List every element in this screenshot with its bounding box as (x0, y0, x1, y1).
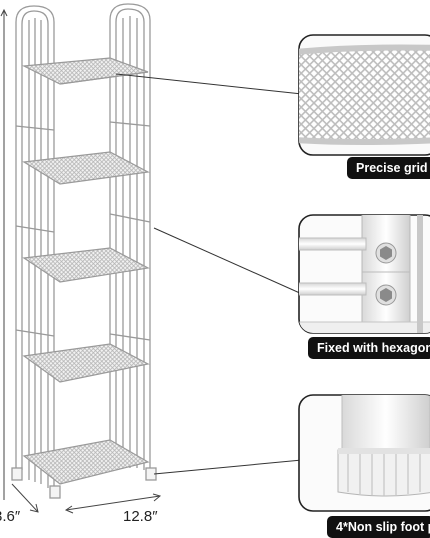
shelf-unit (11, 3, 157, 499)
foot-caption: 4*Non slip foot pa (327, 516, 430, 538)
width-dimension-line (64, 493, 162, 514)
height-dimension-line (0, 8, 8, 500)
depth-dimension-label: 3.6″ (0, 508, 21, 525)
hexagon-caption: Fixed with hexagon s (308, 337, 430, 359)
leader-lines (115, 73, 303, 475)
depth-dimension-line (11, 483, 39, 513)
shelf-3 (22, 247, 150, 283)
shelf-5 (22, 439, 150, 485)
left-frame (15, 5, 55, 488)
width-dimension-label: 12.8″ (123, 508, 158, 525)
shelf-1 (21, 57, 149, 85)
hexagon-detail-callout (298, 214, 430, 334)
foot-detail-callout (298, 394, 430, 512)
grid-caption: Precise grid (347, 157, 430, 179)
shelf-4 (22, 343, 150, 383)
right-frame (109, 3, 151, 470)
shelf-2 (22, 151, 150, 185)
mesh-detail-callout (298, 34, 430, 156)
